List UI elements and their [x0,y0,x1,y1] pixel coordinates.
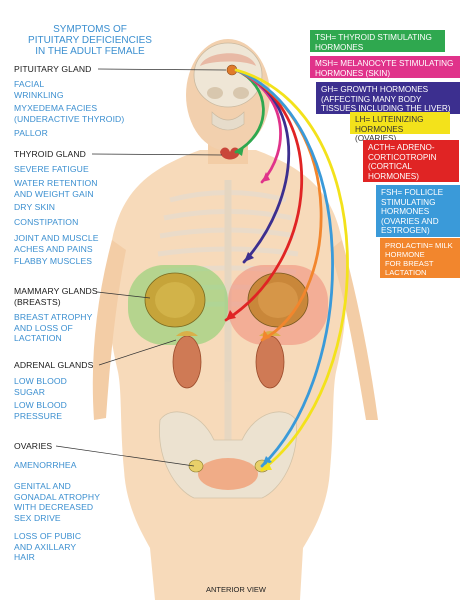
hormone-box-gh: GH= GROWTH HORMONES (AFFECTING MANY BODY… [316,82,460,114]
symptom-dry-skin: DRY SKIN [14,202,56,212]
fsh-pathway [234,68,334,468]
symptom-flabby-muscles: FLABBY MUSCLES [14,256,93,266]
symptom-hair-loss: LOSS OF PUBIC AND AXILLARY HAIR [14,531,82,562]
hormone-box-msh: MSH= MELANOCYTE STIMULATING HORMONES (SK… [310,56,460,78]
symptom-joint-aches: JOINT AND MUSCLE ACHES AND PAINS [14,233,99,254]
view-caption: ANTERIOR VIEW [205,585,266,594]
symptom-water-retention: WATER RETENTION AND WEIGHT GAIN [14,178,98,199]
label-mammary-glands: MAMMARY GLANDS (BREASTS) [14,286,98,307]
symptom-facial-wrinkling: FACIAL WRINKLING [14,79,64,100]
kidneys [172,331,285,389]
skull [193,42,263,131]
diagram-title: SYMPTOMS OF PITUITARY DEFICIENCIES IN TH… [28,24,152,57]
symptom-amenorrhea: AMENORRHEA [14,460,77,470]
symptom-low-blood-sugar: LOW BLOOD SUGAR [14,376,67,397]
leader-lines [55,68,227,467]
pathway-arrowheads [226,146,272,470]
label-adrenal-glands: ADRENAL GLANDS [14,360,94,370]
thyroid-gland [220,147,240,160]
hormone-box-acth: ACTH= ADRENO- CORTICOTROPIN (CORTICAL HO… [363,140,459,182]
symptom-myxedema-facies: MYXEDEMA FACIES (UNDERACTIVE THYROID) [14,103,125,124]
pelvis [159,411,297,499]
label-pituitary-gland: PITUITARY GLAND [14,64,92,74]
hormone-box-fsh: FSH= FOLLICLE STIMULATING HORMONES (OVAR… [376,185,460,237]
symptom-severe-fatigue: SEVERE FATIGUE [14,164,89,174]
acth-pathway [224,68,303,322]
hormone-pathways [224,68,349,472]
symptom-pallor: PALLOR [14,128,48,138]
hormone-box-prolactin: PROLACTIN= MILK HORMONE FOR BREAST LACTA… [380,238,460,278]
symptom-constipation: CONSTIPATION [14,217,79,227]
label-ovaries: OVARIES [14,441,53,451]
lh-pathway [234,68,349,472]
symptom-gonadal-atrophy: GENITAL AND GONADAL ATROPHY WITH DECREAS… [14,481,101,523]
label-thyroid-gland: THYROID GLAND [14,149,86,159]
hormone-box-lh: LH= LUTEINIZING HORMONES (OVARIES) [350,112,450,143]
symptom-breast-atrophy: BREAST ATROPHY AND LOSS OF LACTATION [14,312,93,343]
symptom-low-blood-pressure: LOW BLOOD PRESSURE [14,400,67,421]
hormone-box-tsh: TSH= THYROID STIMULATING HORMONES [310,30,445,52]
